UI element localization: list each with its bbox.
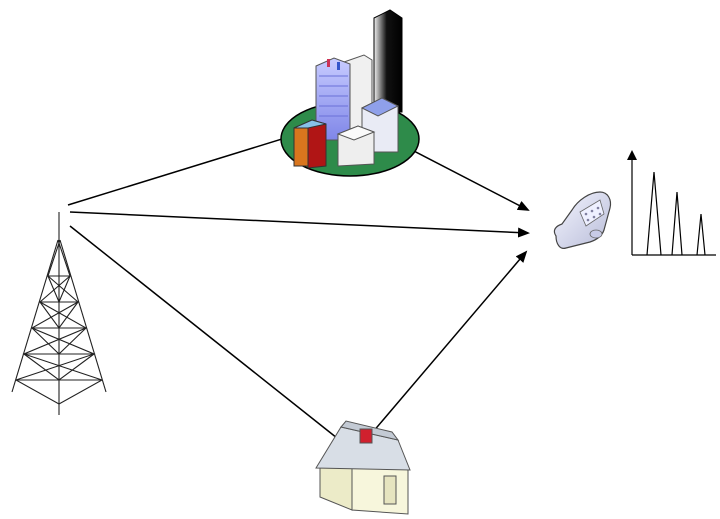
impulse-peak-3 <box>696 213 706 256</box>
house-icon <box>315 420 411 515</box>
city-buildings-icon <box>280 9 420 177</box>
path-direct-tower-to-phone <box>69 211 530 238</box>
path-house-to-phone <box>371 250 528 434</box>
mobile-phone-icon <box>553 191 612 249</box>
radio-tower-icon <box>11 212 107 415</box>
path-tower-to-house <box>69 225 338 439</box>
impulse-response-plot-icon <box>627 150 716 256</box>
impulse-peak-1 <box>646 171 662 256</box>
impulse-peak-2 <box>671 191 683 256</box>
